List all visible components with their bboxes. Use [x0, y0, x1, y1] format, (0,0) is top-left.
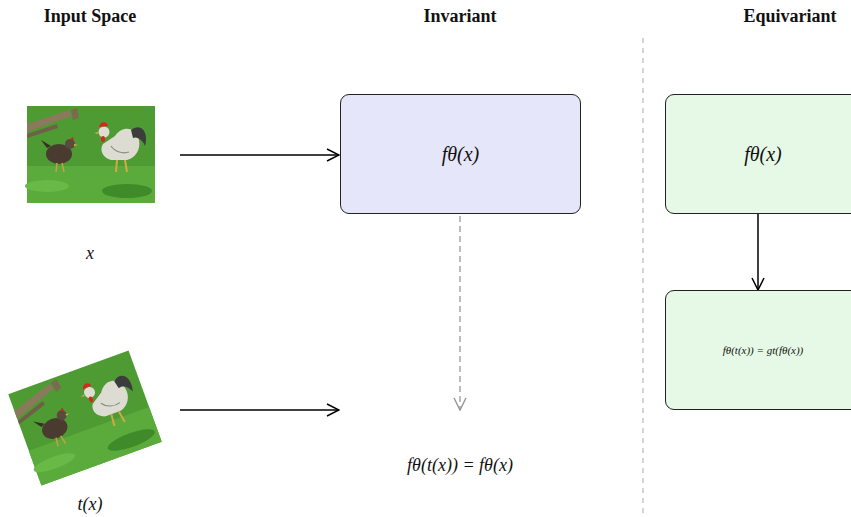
node-label: fθ(x): [442, 143, 480, 166]
input-arrow: [180, 154, 339, 156]
connector-layer: [758, 214, 759, 290]
flow-arrow: [757, 214, 759, 290]
invariance-formula: fθ(t(x)) = fθ(x): [407, 455, 513, 477]
invariance-arrow: [459, 216, 460, 410]
node-label: fθ(t(x)) = gt(fθ(x)): [723, 344, 804, 356]
input-label: x: [86, 243, 94, 265]
section-divider: [643, 38, 644, 517]
equivariant-box: fθ(x): [665, 94, 851, 214]
transformed-input-arrow: [180, 409, 339, 411]
column-heading: Input Space: [44, 6, 137, 28]
transformed-image: [6, 351, 161, 487]
input-label: t(x): [78, 494, 103, 516]
equivariant-result-box: fθ(t(x)) = gt(fθ(x)): [665, 290, 851, 410]
node-label: fθ(x): [744, 143, 782, 166]
column-heading: Equivariant: [743, 6, 836, 28]
invariant-box: fθ(x): [340, 94, 581, 214]
input-image: [25, 106, 155, 203]
column-heading: Invariant: [423, 6, 496, 28]
